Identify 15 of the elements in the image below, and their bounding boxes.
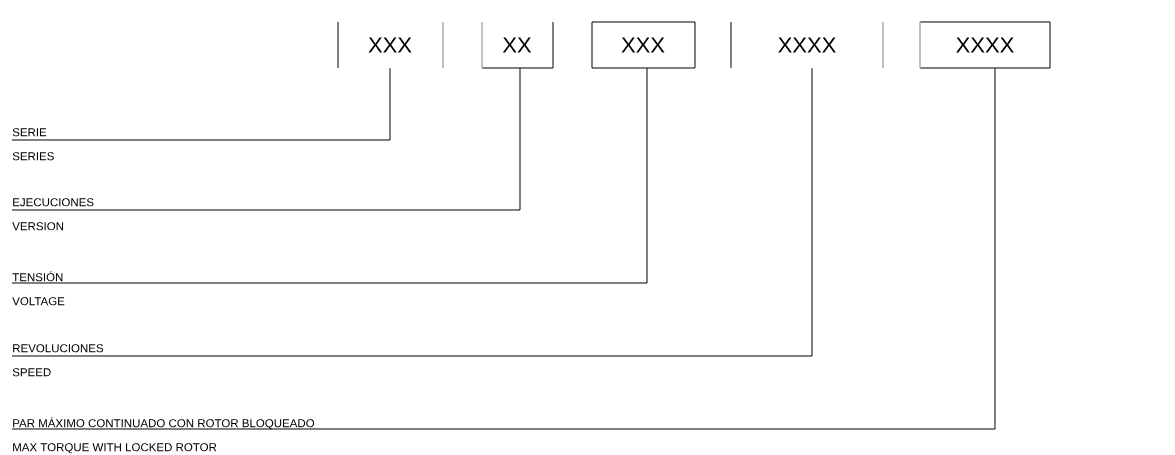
code-box: XXXX [730, 21, 884, 69]
code-box: XXXX [919, 21, 1051, 69]
caption-text: REVOLUCIONES SPEED [12, 344, 104, 377]
code-box: XXX [337, 21, 444, 69]
code-box: XXX [591, 21, 696, 69]
code-box: XX [481, 21, 554, 69]
caption-text: SERIE SERIES [12, 128, 54, 161]
leader-line [11, 67, 996, 430]
leader-line [11, 67, 391, 141]
caption-text: TENSIÓN VOLTAGE [12, 271, 65, 306]
leader-line [11, 67, 521, 211]
caption-text: PAR MÁXIMO CONTINUADO CON ROTOR BLOQUEADO MAX TORQUE WITH LOCKED ROTOR [13, 417, 315, 454]
leader-line [11, 67, 813, 357]
caption-text: EJECUCIONES VERSION [12, 198, 94, 231]
leader-line [11, 67, 648, 284]
